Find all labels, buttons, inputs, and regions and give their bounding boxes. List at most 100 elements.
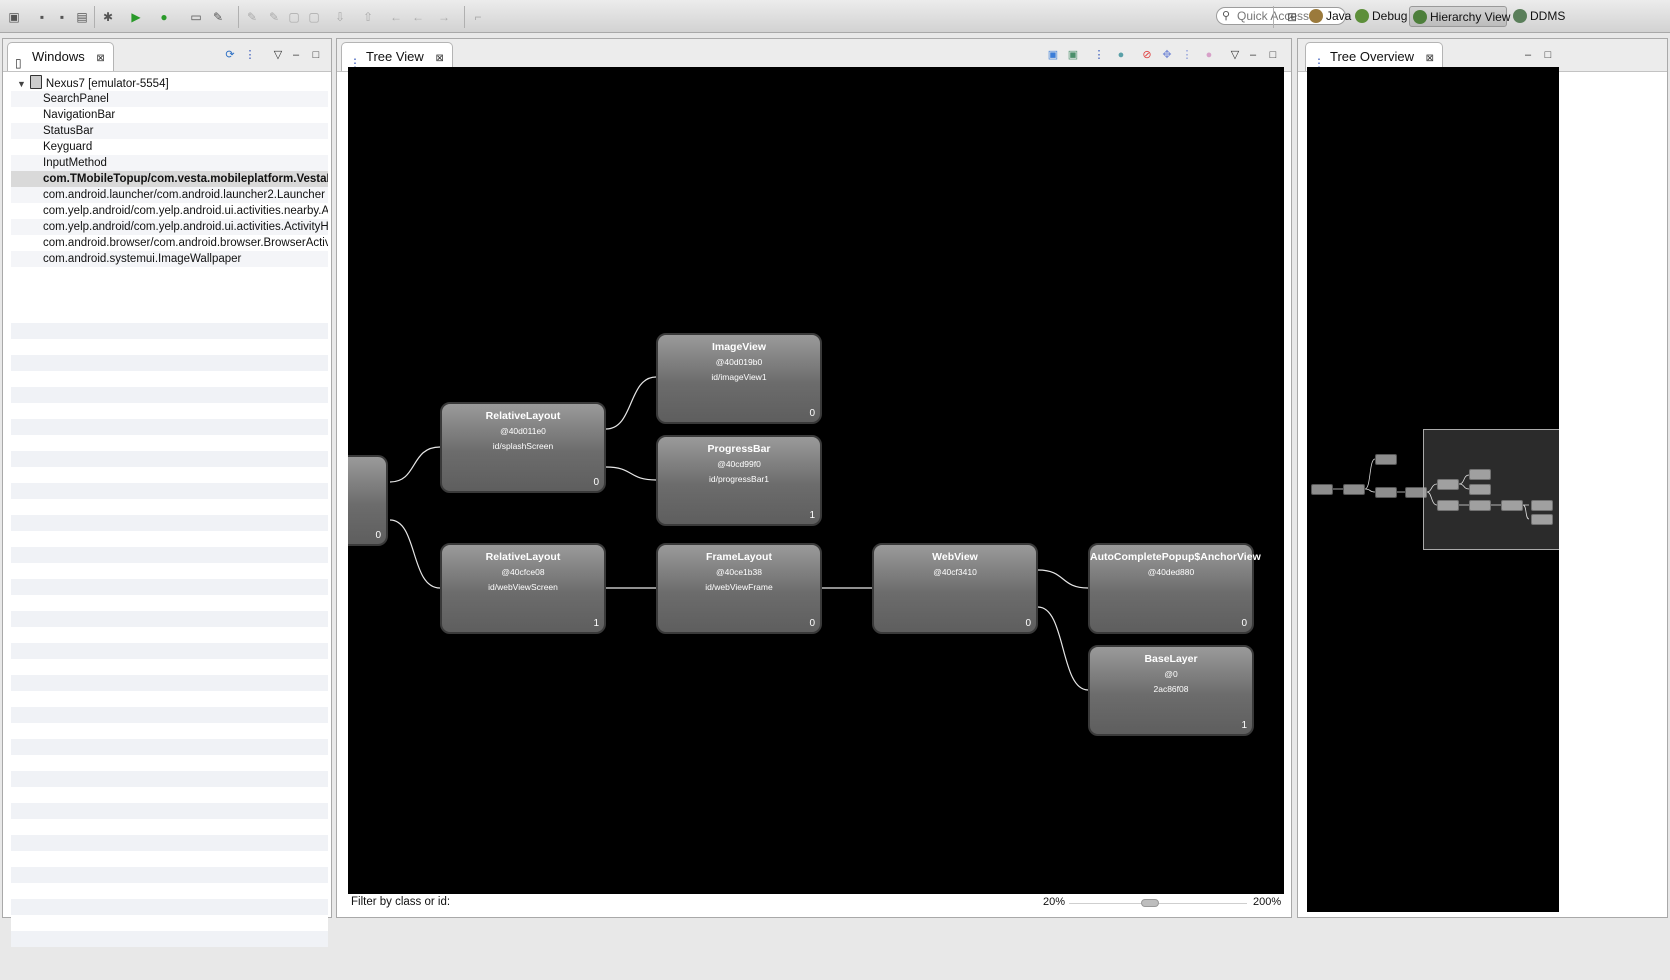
tree-overview-canvas[interactable]	[1307, 67, 1559, 912]
tree-edges	[389, 376, 1089, 691]
forward-icon[interactable]: →	[438, 10, 450, 24]
tree-overview-icon: ⋮	[1313, 56, 1325, 70]
view-node[interactable]: AutoCompletePopup$AnchorView @40ded880 0	[1088, 543, 1261, 634]
request-layout-icon[interactable]: ✥	[1162, 49, 1172, 61]
hierarchy-view-perspective-icon	[1413, 10, 1427, 24]
view-node[interactable]: RelativeLayout @40cfce08 id/webViewScree…	[440, 543, 606, 634]
window-item[interactable]: com.yelp.android/com.yelp.android.ui.act…	[43, 205, 328, 217]
debug-perspective-icon	[1355, 9, 1369, 23]
tree-view-icon: ⋮	[349, 56, 361, 70]
overview-node	[1531, 514, 1553, 525]
tab-tree-overview[interactable]: ⋮ Tree Overview ⊠	[1305, 42, 1444, 71]
close-icon[interactable]: ⊠	[1425, 53, 1435, 64]
overview-node	[1469, 469, 1491, 480]
window-item[interactable]: InputMethod	[11, 155, 328, 171]
overview-node	[1501, 500, 1523, 511]
pencil-icon[interactable]: ✎	[268, 10, 280, 24]
refresh-icon[interactable]: ⟳	[225, 49, 235, 61]
view-node[interactable]: 0	[348, 455, 388, 546]
phone-icon: ▯	[15, 56, 22, 70]
view-node[interactable]: ImageView @40d019b0 id/imageView1 0	[656, 333, 822, 424]
device-icon	[29, 75, 42, 89]
overview-node	[1469, 484, 1491, 495]
tab-windows[interactable]: ▯ Windows ⊠	[7, 42, 114, 71]
layout-icon[interactable]: ▢	[308, 10, 320, 24]
filter-input[interactable]: Filter by class or id:	[351, 896, 451, 908]
close-icon[interactable]: ⊠	[435, 53, 444, 64]
zoom-min-label: 20%	[1043, 896, 1066, 908]
close-icon[interactable]: ⊠	[96, 53, 105, 64]
edit-icon[interactable]: ✎	[246, 10, 258, 24]
ddms-perspective-button[interactable]: DDMS	[1510, 6, 1569, 27]
view-node[interactable]: FrameLayout @40ce1b38 id/webViewFrame 0	[656, 543, 822, 634]
load-hierarchy-icon[interactable]: ⋮	[244, 49, 256, 61]
dump-display-list-icon[interactable]: ⋮	[1181, 49, 1193, 61]
display-view-icon[interactable]: ●	[1117, 49, 1125, 61]
view-node[interactable]: ProgressBar @40cd99f0 id/progressBar1 1	[656, 435, 822, 526]
windows-panel-tabbar: ▯ Windows ⊠ ⟳ ⋮ ▽ – □	[3, 39, 331, 72]
pin-icon[interactable]: ⌐	[474, 10, 482, 24]
overview-node	[1343, 484, 1365, 495]
view-node[interactable]: WebView @40cf3410 0	[872, 543, 1038, 634]
window-item-selected[interactable]: com.TMobileTopup/com.vesta.mobileplatfor…	[11, 171, 328, 187]
maximize-icon[interactable]: □	[312, 49, 320, 61]
new-icon[interactable]: ▣	[8, 10, 20, 24]
window-item[interactable]: com.android.browser/com.android.browser.…	[43, 237, 328, 249]
capture-layers-icon[interactable]: ▣	[1067, 49, 1079, 61]
window-item[interactable]: Keyguard	[43, 141, 93, 153]
overview-node	[1531, 500, 1553, 511]
view-node[interactable]: BaseLayer @0 2ac86f08 1	[1088, 645, 1254, 736]
frame-icon[interactable]: ▢	[288, 10, 300, 24]
overview-viewport[interactable]	[1423, 429, 1559, 550]
view-menu-icon[interactable]: ▽	[273, 49, 283, 61]
window-item[interactable]: SearchPanel	[11, 91, 328, 107]
debug-icon[interactable]: ✱	[102, 10, 114, 24]
run-icon[interactable]: ▶	[131, 10, 141, 24]
zoom-slider-thumb[interactable]	[1141, 899, 1159, 907]
save-png-icon[interactable]: ▣	[1047, 49, 1059, 61]
save-all-icon[interactable]: ▪	[59, 10, 65, 24]
back-icon[interactable]: ←	[390, 10, 402, 24]
tab-tree-view[interactable]: ⋮ Tree View ⊠	[341, 42, 453, 71]
window-item[interactable]: com.android.systemui.ImageWallpaper	[11, 251, 328, 267]
debug-perspective-button[interactable]: Debug	[1352, 6, 1411, 27]
main-toolbar: ▣ ▪ ▪ ▤ ✱ ▶ ● ▭ ✎ ✎ ✎ ▢ ▢ ⇩ ⇧ ← ← → ⌐ ⚲ …	[0, 0, 1670, 33]
window-item[interactable]: StatusBar	[11, 123, 328, 139]
maximize-icon[interactable]: □	[1544, 49, 1552, 61]
print-icon[interactable]: ▤	[76, 10, 88, 24]
device-node[interactable]: ▼Nexus7 [emulator-5554]	[11, 75, 328, 91]
view-node[interactable]: RelativeLayout @40d011e0 id/splashScreen…	[440, 402, 606, 493]
back-history-icon[interactable]: ←	[412, 10, 424, 24]
previous-annotation-icon[interactable]: ⇧	[362, 10, 374, 24]
run-external-icon[interactable]: ●	[160, 10, 168, 24]
maximize-icon[interactable]: □	[1269, 49, 1277, 61]
minimize-icon[interactable]: –	[292, 49, 300, 61]
zoom-max-label: 200%	[1253, 896, 1282, 908]
open-folder-icon[interactable]: ▭	[190, 10, 202, 24]
overview-node	[1311, 484, 1333, 495]
overview-node	[1437, 479, 1459, 490]
invalidate-layout-icon[interactable]: ⊘	[1142, 49, 1152, 61]
minimize-icon[interactable]: –	[1249, 49, 1257, 61]
hierarchy-view-perspective-button[interactable]: Hierarchy View	[1409, 6, 1510, 27]
windows-tree: ▼Nexus7 [emulator-5554] SearchPanel Navi…	[11, 75, 328, 267]
next-annotation-icon[interactable]: ⇩	[334, 10, 346, 24]
tree-overview-tabbar: ⋮ Tree Overview ⊠ – □	[1298, 39, 1667, 72]
overview-node	[1469, 500, 1491, 511]
window-item[interactable]: com.android.launcher/com.android.launche…	[11, 187, 328, 203]
window-item[interactable]: NavigationBar	[43, 109, 116, 121]
tree-view-canvas[interactable]: 0 RelativeLayout @40d011e0 id/splashScre…	[348, 67, 1284, 894]
profile-nodes-icon[interactable]: ●	[1205, 49, 1213, 61]
view-menu-icon[interactable]: ▽	[1230, 49, 1240, 61]
window-item[interactable]: com.yelp.android/com.yelp.android.ui.act…	[11, 219, 328, 235]
save-icon[interactable]: ▪	[39, 10, 45, 24]
java-perspective-button[interactable]: Java	[1306, 6, 1355, 27]
tools-icon[interactable]: ✎	[212, 10, 224, 24]
load-view-hierarchy-icon[interactable]: ⋮	[1093, 49, 1105, 61]
overview-node	[1375, 454, 1397, 465]
filter-bar: Filter by class or id: 20% 200%	[341, 894, 1289, 914]
overview-node	[1405, 487, 1427, 498]
minimize-icon[interactable]: –	[1524, 49, 1532, 61]
open-perspective-icon[interactable]: ⊞	[1286, 10, 1298, 24]
expand-triangle-icon[interactable]: ▼	[17, 79, 26, 89]
